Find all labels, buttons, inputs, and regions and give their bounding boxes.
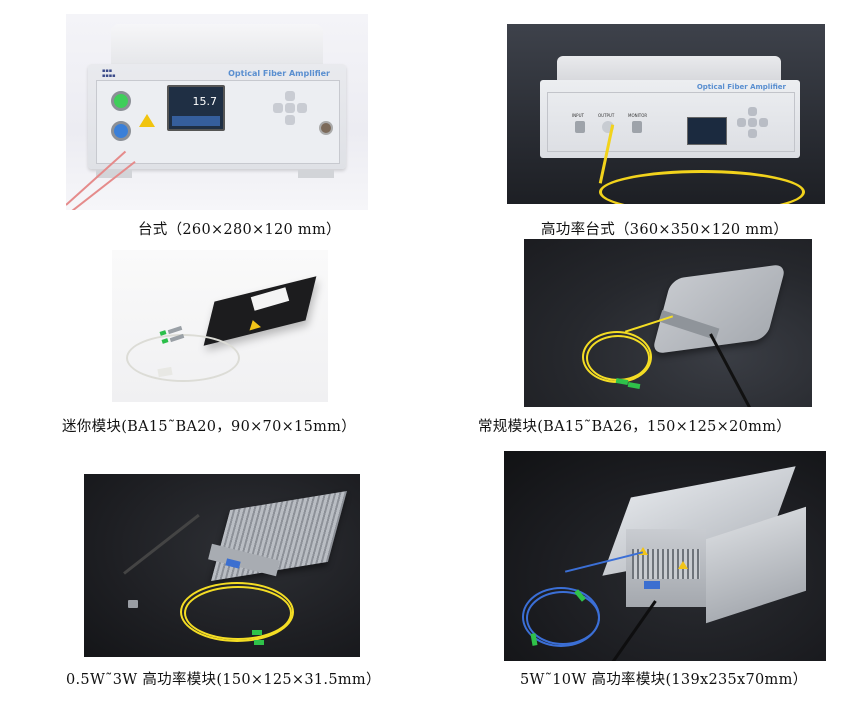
input-port-icon <box>575 121 585 133</box>
connector-boot <box>615 377 629 386</box>
panel-inset: INPUT OUTPUT MONITOR <box>547 92 795 152</box>
caption-high-power-module-5-10w: 5W˜10W 高功率模块(139x235x70mm） <box>520 672 808 688</box>
port-label-output: OUTPUT <box>598 113 615 118</box>
laser-warning-icon <box>638 547 648 555</box>
fiber-coil <box>180 582 294 642</box>
front-panel: ▪▪▪▪▪▪▪ Optical Fiber Amplifier 15.7 <box>88 64 346 169</box>
module-body <box>651 263 787 355</box>
port-label-input: INPUT <box>572 113 584 118</box>
connector-boot <box>627 381 641 390</box>
foot-right <box>298 170 334 178</box>
caption-high-power-module-0.5-3w: 0.5W˜3W 高功率模块(150×125×31.5mm） <box>66 672 381 688</box>
lcd-display <box>687 117 727 145</box>
fiber-coil <box>184 586 292 640</box>
product-photo-high-power-module-5-10w <box>504 451 826 661</box>
panel-title: Optical Fiber Amplifier <box>696 83 786 91</box>
dpad-right-icon <box>759 118 768 127</box>
product-photo-standard-module <box>524 239 812 407</box>
dpad-down-icon <box>285 115 295 125</box>
caption-high-power-benchtop: 高功率台式（360×350×120 mm） <box>541 222 789 238</box>
port-label-monitor: MONITOR <box>628 113 648 118</box>
module-front <box>626 529 706 607</box>
product-photo-high-power-benchtop: Optical Fiber Amplifier INPUT OUTPUT MON… <box>507 24 825 204</box>
fiber-coil <box>586 335 650 381</box>
heatsink <box>211 490 347 582</box>
key-switch-icon <box>319 121 333 135</box>
brand-logo: ▪▪▪▪▪▪▪ <box>102 68 116 79</box>
dpad-left-icon <box>737 118 746 127</box>
product-photo-benchtop: ▪▪▪▪▪▪▪ Optical Fiber Amplifier 15.7 <box>66 14 368 210</box>
lcd-value: 15.7 <box>192 95 218 108</box>
power-cable <box>608 600 657 661</box>
caption-benchtop: 台式（260×280×120 mm） <box>138 222 341 238</box>
fiber-coil <box>599 170 805 204</box>
dpad-center-icon <box>748 118 757 127</box>
db9-connector-icon <box>644 581 660 589</box>
chassis-top <box>557 56 781 80</box>
caption-mini-module: 迷你模块(BA15˜BA20，90×70×15mm） <box>62 419 357 435</box>
rf-connector-icon <box>128 600 138 608</box>
dpad-left-icon <box>273 103 283 113</box>
laser-warning-icon <box>139 114 155 127</box>
monitor-port-icon <box>632 121 642 133</box>
rf-cable <box>123 513 200 575</box>
dpad-up-icon <box>748 107 757 116</box>
dpad-down-icon <box>748 129 757 138</box>
input-port-icon <box>111 121 131 141</box>
dpad-center-icon <box>285 103 295 113</box>
fiber-coil <box>126 334 240 382</box>
lcd-status-row <box>172 116 220 126</box>
panel-title: Optical Fiber Amplifier <box>228 69 330 78</box>
fiber-coil <box>526 591 600 645</box>
module-body <box>203 276 317 346</box>
lcd-display: 15.7 <box>167 85 225 131</box>
caption-standard-module: 常规模块(BA15˜BA26，150×125×20mm） <box>478 419 792 435</box>
foot-left <box>96 170 132 178</box>
chassis-top <box>111 24 323 64</box>
dpad-right-icon <box>297 103 307 113</box>
panel-inset: 15.7 <box>96 80 340 164</box>
front-panel: Optical Fiber Amplifier INPUT OUTPUT MON… <box>540 80 800 158</box>
fc-connector-icon <box>167 325 183 335</box>
connector-boot <box>254 640 264 645</box>
product-photo-mini-module <box>112 250 328 402</box>
power-cable <box>709 333 755 407</box>
laser-warning-icon <box>678 561 688 569</box>
output-port-icon <box>111 91 131 111</box>
product-photo-high-power-module-0.5-3w <box>84 474 360 657</box>
dpad-up-icon <box>285 91 295 101</box>
connector-boot <box>252 630 262 635</box>
